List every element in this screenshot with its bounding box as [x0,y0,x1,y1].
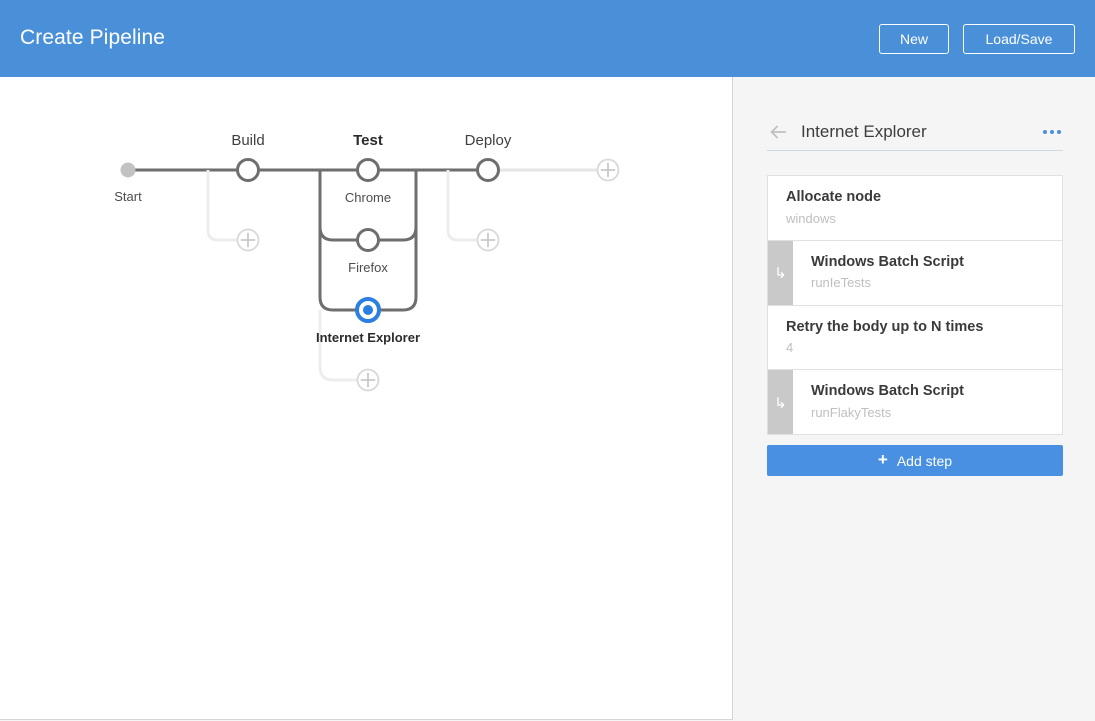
add-stage-after-build-button[interactable] [236,228,260,252]
edge-build-add-branch [206,170,248,242]
plus-icon: + [877,450,888,469]
add-step-label: Add step [896,452,953,469]
stage-label-test[interactable]: Test [353,132,383,149]
ellipsis-dot [1050,129,1054,134]
node-internet-explorer-dot [363,305,373,315]
ellipsis-dot [1057,129,1061,134]
nested-step-arrow-icon: ↳ [768,240,793,305]
edge-ie-out [368,227,418,312]
step-subtitle: 4 [786,340,794,356]
edge-ie-add-branch [318,310,368,382]
edge-test-ie-in [318,227,368,312]
add-stage-after-deploy-button[interactable] [476,228,500,252]
step-subtitle: runFlakyTests [811,404,892,420]
step-title: Allocate node [786,189,882,205]
step-content: Allocate node windows [768,176,1062,240]
ellipsis-dot [1043,129,1047,134]
stage-label-deploy[interactable]: Deploy [464,132,512,149]
node-label-start: Start [114,189,142,204]
pipeline-canvas[interactable]: Build Test Deploy Start Chrome Firefox I… [0,77,733,720]
nested-step-arrow-icon: ↳ [768,370,793,434]
add-stage-end-button[interactable] [596,158,620,182]
step-content: Windows Batch Script runIeTests [793,241,1062,305]
step-list: Allocate node windows ↳ Windows Batch Sc… [767,175,1063,435]
step-subtitle: windows [786,210,836,226]
node-chrome[interactable] [356,158,380,182]
step-content: Windows Batch Script runFlakyTests [793,370,1062,434]
load-save-button[interactable]: Load/Save [963,24,1075,54]
node-firefox[interactable] [356,228,380,252]
step-title: Retry the body up to N times [786,318,984,335]
stage-label-build[interactable]: Build [231,132,265,149]
step-title: Windows Batch Script [811,253,964,270]
step-card-allocate-node[interactable]: Allocate node windows [767,175,1063,241]
node-label-firefox[interactable]: Firefox [348,260,388,275]
step-card-windows-batch-script-2[interactable]: ↳ Windows Batch Script runFlakyTests [767,369,1063,435]
panel-header: Internet Explorer [767,118,1063,151]
node-label-internet-explorer[interactable]: Internet Explorer [315,330,421,345]
app-header: Create Pipeline New Load/Save [0,0,1095,77]
node-build[interactable] [236,158,260,182]
ellipsis-icon[interactable] [1041,124,1063,140]
pipeline-graph [120,158,620,392]
step-title: Windows Batch Script [811,383,964,400]
step-subtitle: runIeTests [811,275,871,291]
step-details-panel: Internet Explorer Allocate node windows … [734,77,1095,721]
page-title: Create Pipeline [20,26,166,49]
edge-test-firefox-in [318,170,368,242]
add-step-button[interactable]: + Add step [767,445,1063,476]
node-deploy[interactable] [476,158,500,182]
step-card-retry-body[interactable]: Retry the body up to N times 4 [767,304,1063,371]
new-button[interactable]: New [879,24,949,54]
node-start[interactable] [120,162,136,178]
step-card-windows-batch-script-1[interactable]: ↳ Windows Batch Script runIeTests [767,239,1063,306]
edge-firefox-out [368,170,418,242]
step-content: Retry the body up to N times 4 [768,306,1062,370]
node-label-chrome[interactable]: Chrome [344,190,392,205]
panel-title: Internet Explorer [801,121,927,141]
edge-deploy-add-branch [446,170,488,242]
header-actions: New Load/Save [879,24,1075,54]
back-arrow-icon[interactable] [767,121,789,143]
add-parallel-branch-button[interactable] [356,368,380,392]
